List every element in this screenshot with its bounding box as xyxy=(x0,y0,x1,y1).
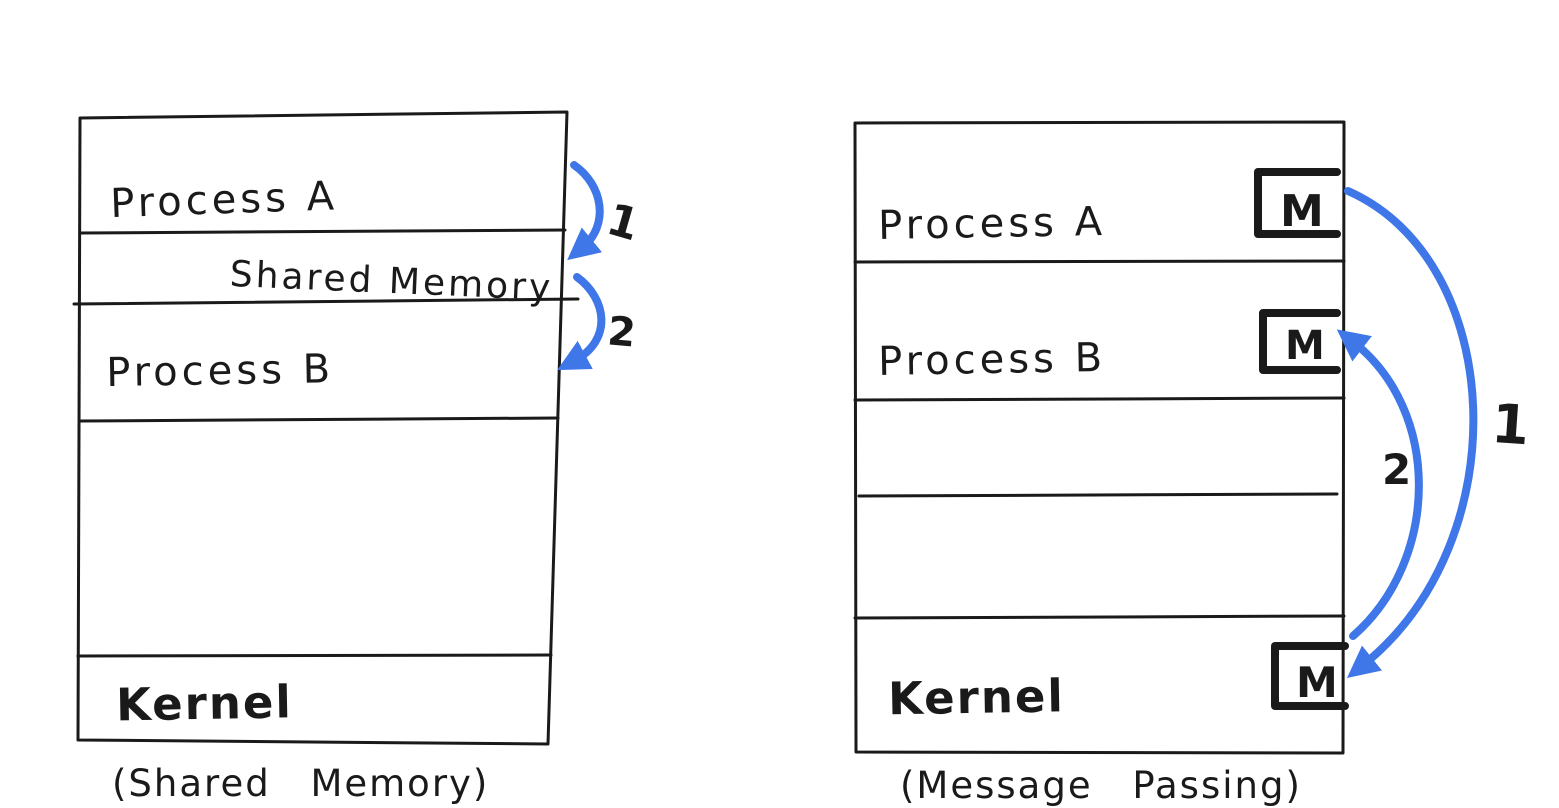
divider-below-shared-memory xyxy=(72,297,580,306)
shared-memory-caption: (Shared Memory) xyxy=(112,762,489,805)
arrow-shared-memory-to-process-b xyxy=(557,273,606,371)
message-letter-process-a: M xyxy=(1280,186,1324,237)
shared-memory-diagram: Process A Shared Memory Process B Kernel… xyxy=(72,110,645,805)
step-1-label: 1 xyxy=(1490,392,1532,457)
arrow-process-a-to-shared-memory xyxy=(567,161,604,261)
message-letter-kernel: M xyxy=(1296,658,1338,707)
process-a-label: Process A xyxy=(109,173,338,227)
message-box-kernel xyxy=(1271,642,1349,710)
divider-below-process-a xyxy=(78,228,567,235)
message-letter-process-b: M xyxy=(1285,323,1325,369)
divider-below-process-a xyxy=(853,259,1346,264)
step-2-label: 2 xyxy=(606,308,638,356)
divider-above-kernel xyxy=(76,653,553,658)
process-b-label: Process B xyxy=(106,346,335,396)
step-1-label: 1 xyxy=(601,194,644,251)
message-box-process-b xyxy=(1259,309,1341,374)
arrow-kernel-to-process-b xyxy=(1336,329,1423,640)
message-box-process-a xyxy=(1254,168,1341,238)
kernel-label: Kernel xyxy=(116,675,294,731)
process-b-label: Process B xyxy=(878,335,1107,385)
memory-layout-box xyxy=(853,120,1346,755)
divider-below-process-b xyxy=(853,396,1346,402)
step-2-label: 2 xyxy=(1382,445,1411,494)
message-passing-diagram: Process A Process B Kernel M M M 1 2 (Me… xyxy=(853,120,1532,807)
inner-divider xyxy=(857,492,1339,498)
divider-below-process-b xyxy=(78,416,560,423)
process-a-label: Process A xyxy=(878,199,1107,249)
message-passing-caption: (Message Passing) xyxy=(900,764,1302,807)
divider-above-kernel xyxy=(853,614,1346,620)
kernel-label: Kernel xyxy=(888,669,1066,725)
memory-layout-box xyxy=(76,110,569,746)
arrow-process-a-to-kernel xyxy=(1344,187,1478,678)
